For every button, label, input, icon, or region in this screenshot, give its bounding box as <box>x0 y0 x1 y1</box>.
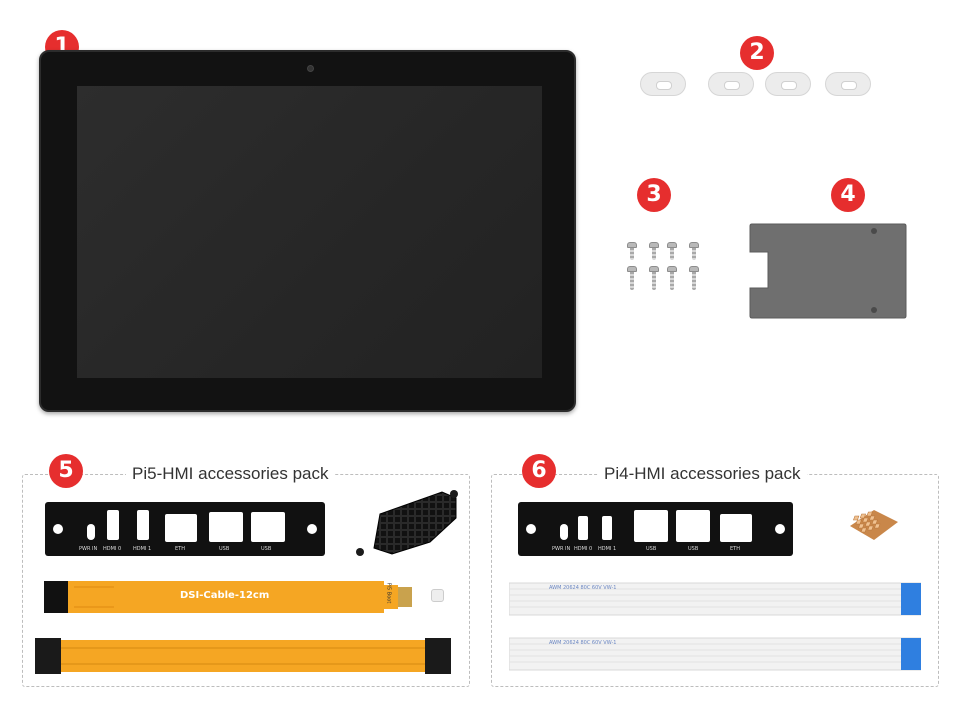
dsi-cable-side-label: Pi5 Boot <box>385 582 392 604</box>
bracket-label: HDMI 0 <box>103 546 122 552</box>
badge-3: 3 <box>637 178 671 212</box>
pi5-io-bracket: PWR IN HDMI 0 HDMI 1 ETH USB USB <box>45 502 325 556</box>
pi5-pack-title: Pi5-HMI accessories pack <box>126 464 335 484</box>
dsi-cable: DSI-Cable-12cm Pi5 Boot <box>44 577 414 617</box>
usb-port-cutout <box>209 512 243 542</box>
bracket-label: USB <box>646 546 657 552</box>
badge-5: 5 <box>49 454 83 488</box>
ffc-cable: AWM 20624 80C 60V VW-1 <box>508 581 922 617</box>
touch-display <box>39 50 576 412</box>
front-camera <box>307 65 314 72</box>
usb-port-cutout <box>634 510 668 542</box>
eth-port-cutout <box>165 514 197 542</box>
washer <box>825 72 871 96</box>
screw <box>649 242 659 260</box>
ffc-print: AWM 20624 80C 60V VW-1 <box>549 640 617 646</box>
dsi-cable-label: DSI-Cable-12cm <box>180 590 270 601</box>
screw <box>689 242 699 260</box>
bracket-label: ETH <box>730 546 740 552</box>
bracket-label: USB <box>688 546 699 552</box>
ribbon-cable-orange <box>35 636 451 676</box>
washer <box>765 72 811 96</box>
screw <box>627 266 637 290</box>
washer <box>708 72 754 96</box>
badge-2: 2 <box>740 36 774 70</box>
pi4-io-bracket: PWR IN HDMI 0 HDMI 1 USB USB ETH <box>518 502 793 556</box>
bracket-label: ETH <box>175 546 185 552</box>
back-cover-plate <box>748 222 908 320</box>
usb-port-cutout <box>251 512 285 542</box>
thermal-pad <box>431 589 444 602</box>
copper-heatsink <box>846 502 902 546</box>
ffc-print: AWM 20624 80C 60V VW-1 <box>549 585 617 591</box>
eth-port-cutout <box>720 514 752 542</box>
hdmi0-port-cutout <box>578 516 588 540</box>
screw <box>667 266 677 290</box>
active-heatsink <box>352 488 460 558</box>
hdmi1-port-cutout <box>602 516 612 540</box>
bracket-label: HDMI 1 <box>133 546 152 552</box>
display-screen <box>77 86 542 378</box>
screw <box>627 242 637 260</box>
badge-4: 4 <box>831 178 865 212</box>
bracket-label: HDMI 0 <box>574 546 593 552</box>
bracket-label: USB <box>261 546 272 552</box>
hdmi0-port-cutout <box>107 510 119 540</box>
usb-port-cutout <box>676 510 710 542</box>
pwr-port-cutout <box>560 524 568 540</box>
pi4-pack-title: Pi4-HMI accessories pack <box>598 464 807 484</box>
screw <box>689 266 699 290</box>
bracket-label: PWR IN <box>79 546 98 552</box>
bracket-label: HDMI 1 <box>598 546 617 552</box>
pwr-port-cutout <box>87 524 95 540</box>
badge-6: 6 <box>522 454 556 488</box>
washer <box>640 72 686 96</box>
screw <box>649 266 659 290</box>
bracket-label: PWR IN <box>552 546 571 552</box>
bracket-label: USB <box>219 546 230 552</box>
hdmi1-port-cutout <box>137 510 149 540</box>
ffc-cable: AWM 20624 80C 60V VW-1 <box>508 636 922 672</box>
screw <box>667 242 677 260</box>
